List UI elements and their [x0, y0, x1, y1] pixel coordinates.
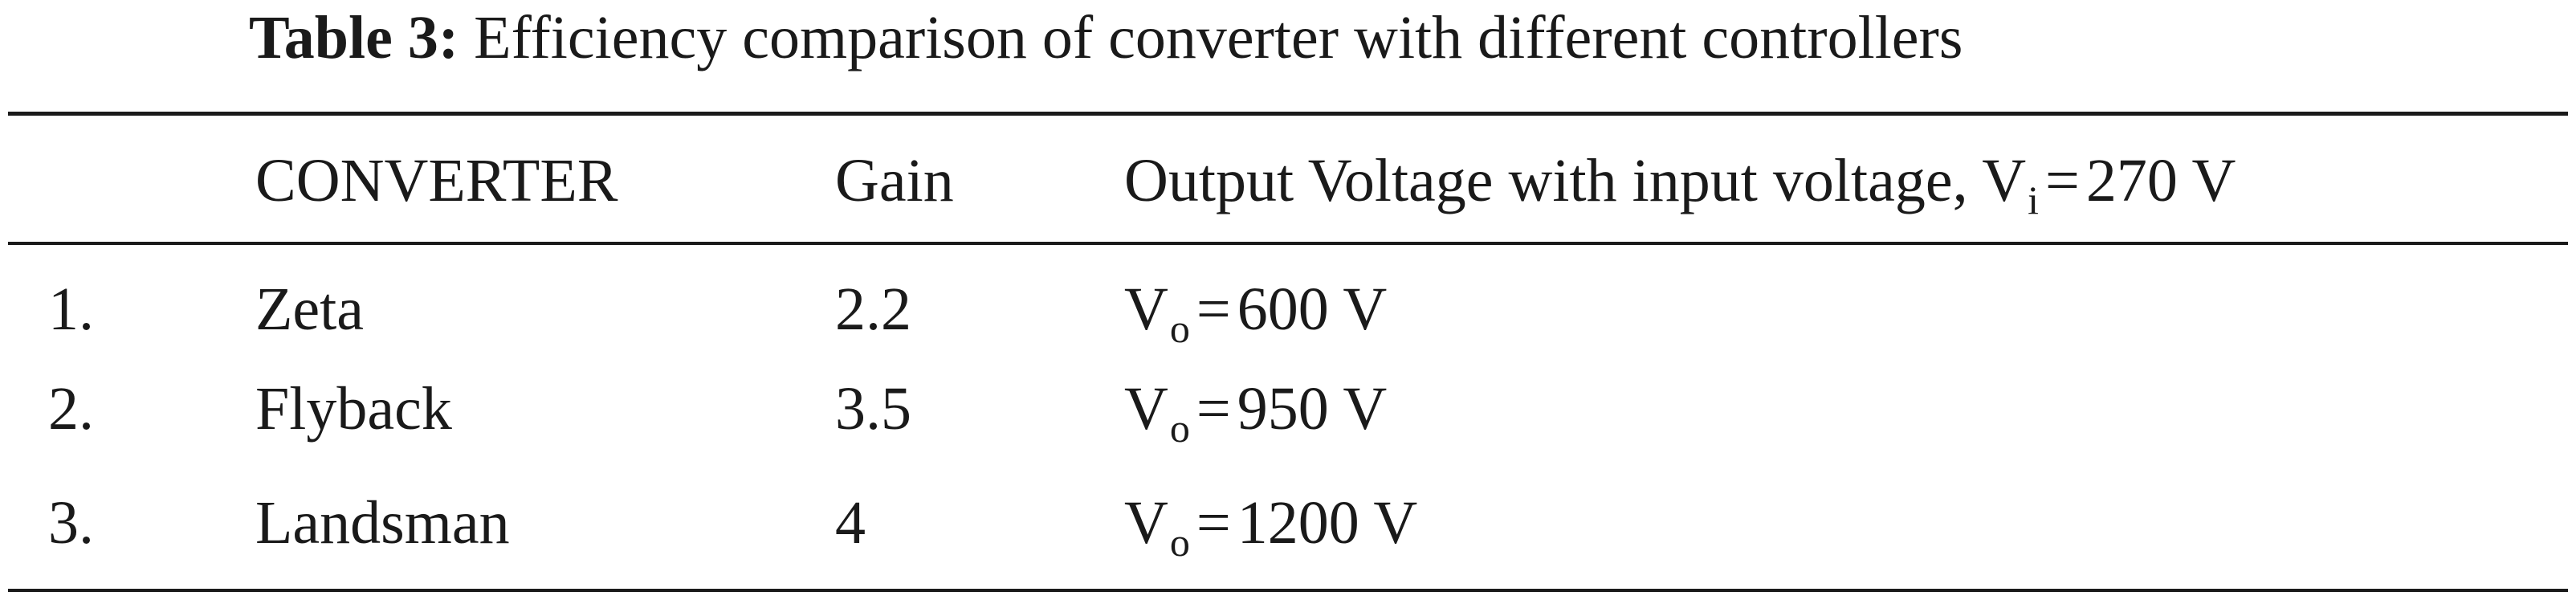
row-number: 3.	[48, 489, 94, 557]
row-output-voltage: Vo=600 V	[1124, 273, 1387, 352]
row-number: 2.	[48, 375, 94, 443]
bottom-rule	[8, 589, 2568, 592]
row-v-value: 1200 V	[1237, 489, 1418, 557]
header-gain: Gain	[835, 147, 954, 214]
row-v-eq: =	[1196, 276, 1231, 343]
row-converter: Landsman	[255, 489, 510, 557]
header-output-sub: i	[2028, 178, 2039, 222]
caption-text: Efficiency comparison of converter with …	[474, 4, 1963, 71]
row-v-symbol: V	[1124, 489, 1168, 557]
row-gain: 4	[835, 489, 866, 557]
row-output-voltage: Vo=1200 V	[1124, 487, 1417, 565]
row-number: 1.	[48, 276, 94, 343]
header-converter: CONVERTER	[255, 147, 618, 214]
header-output-voltage: Output Voltage with input voltage, Vi=27…	[1124, 145, 2236, 223]
row-v-value: 600 V	[1237, 276, 1388, 343]
row-v-sub: o	[1169, 520, 1190, 565]
row-converter: Zeta	[255, 276, 365, 343]
row-v-value: 950 V	[1237, 375, 1388, 443]
header-output-prefix: Output Voltage with input voltage, V	[1124, 147, 2027, 214]
row-v-sub: o	[1169, 306, 1190, 351]
row-v-eq: =	[1196, 375, 1231, 443]
row-v-symbol: V	[1124, 276, 1168, 343]
row-v-sub: o	[1169, 406, 1190, 451]
row-converter: Flyback	[255, 375, 452, 443]
row-v-eq: =	[1196, 489, 1231, 557]
header-output-eq: =	[2044, 147, 2080, 214]
row-gain: 2.2	[835, 276, 911, 343]
table-caption: Table 3: Efficiency comparison of conver…	[249, 2, 1963, 74]
header-rule	[8, 242, 2568, 245]
header-output-value: 270 V	[2085, 147, 2236, 214]
row-gain: 3.5	[835, 375, 911, 443]
row-output-voltage: Vo=950 V	[1124, 373, 1387, 451]
top-rule	[8, 112, 2568, 116]
caption-label: Table 3:	[249, 4, 459, 71]
row-v-symbol: V	[1124, 375, 1168, 443]
